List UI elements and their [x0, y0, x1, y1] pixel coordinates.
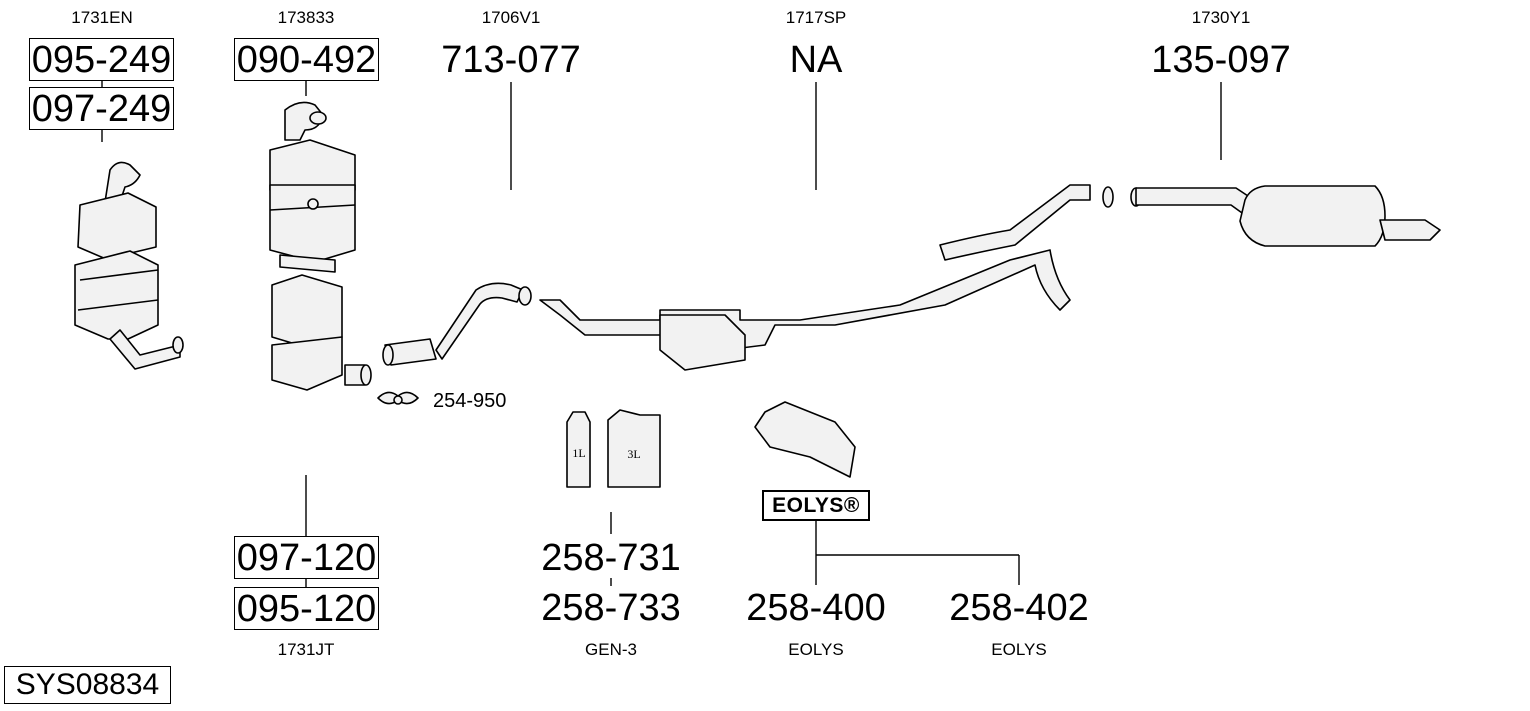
column-1-code: 1731EN — [71, 8, 133, 27]
additive-container-3l — [607, 409, 661, 488]
additive-code: GEN-3 — [585, 640, 637, 659]
part-number[interactable]: 258-402 — [949, 587, 1089, 629]
system-id-box: SYS08834 — [4, 666, 171, 704]
part-number-box[interactable]: 097-120 — [234, 536, 379, 579]
catalyst-converter-1731en — [74, 161, 184, 370]
catalyst-converter-173833 — [269, 101, 356, 273]
additive-container-1l — [566, 411, 591, 488]
part-number-box[interactable]: 097-249 — [29, 87, 174, 130]
eolys-code: EOLYS — [991, 640, 1047, 659]
part-number[interactable]: NA — [789, 39, 843, 81]
eolys-pouch — [754, 401, 856, 478]
rear-silencer-135-097 — [1130, 185, 1441, 247]
column-4-code: 1717SP — [785, 8, 847, 27]
part-number-box[interactable]: 095-249 — [29, 38, 174, 81]
particulate-filter-1731jt — [271, 274, 372, 391]
middle-section-1717sp — [539, 184, 1114, 371]
part-number-box[interactable]: 090-492 — [234, 38, 379, 81]
eolys-code: EOLYS — [788, 640, 844, 659]
container-1l-label: 1L — [572, 446, 585, 460]
part-number-box[interactable]: 095-120 — [234, 587, 379, 630]
clamp-part-number[interactable]: 254-950 — [433, 390, 507, 412]
part-number[interactable]: 135-097 — [1151, 39, 1291, 81]
column-5-code: 1730Y1 — [1191, 8, 1251, 27]
part-number[interactable]: 713-077 — [441, 39, 581, 81]
eolys-badge: EOLYS® — [762, 490, 870, 521]
front-pipe-713-077 — [382, 282, 532, 366]
part-number[interactable]: 258-400 — [746, 587, 886, 629]
part-number[interactable]: 258-733 — [541, 587, 681, 629]
container-3l-label: 3L — [627, 447, 640, 461]
part-number[interactable]: 258-731 — [541, 537, 681, 579]
dpf-code: 1731JT — [277, 640, 335, 659]
column-2-code: 173833 — [277, 8, 335, 27]
column-3-code: 1706V1 — [481, 8, 541, 27]
clamp-254-950 — [377, 391, 419, 405]
